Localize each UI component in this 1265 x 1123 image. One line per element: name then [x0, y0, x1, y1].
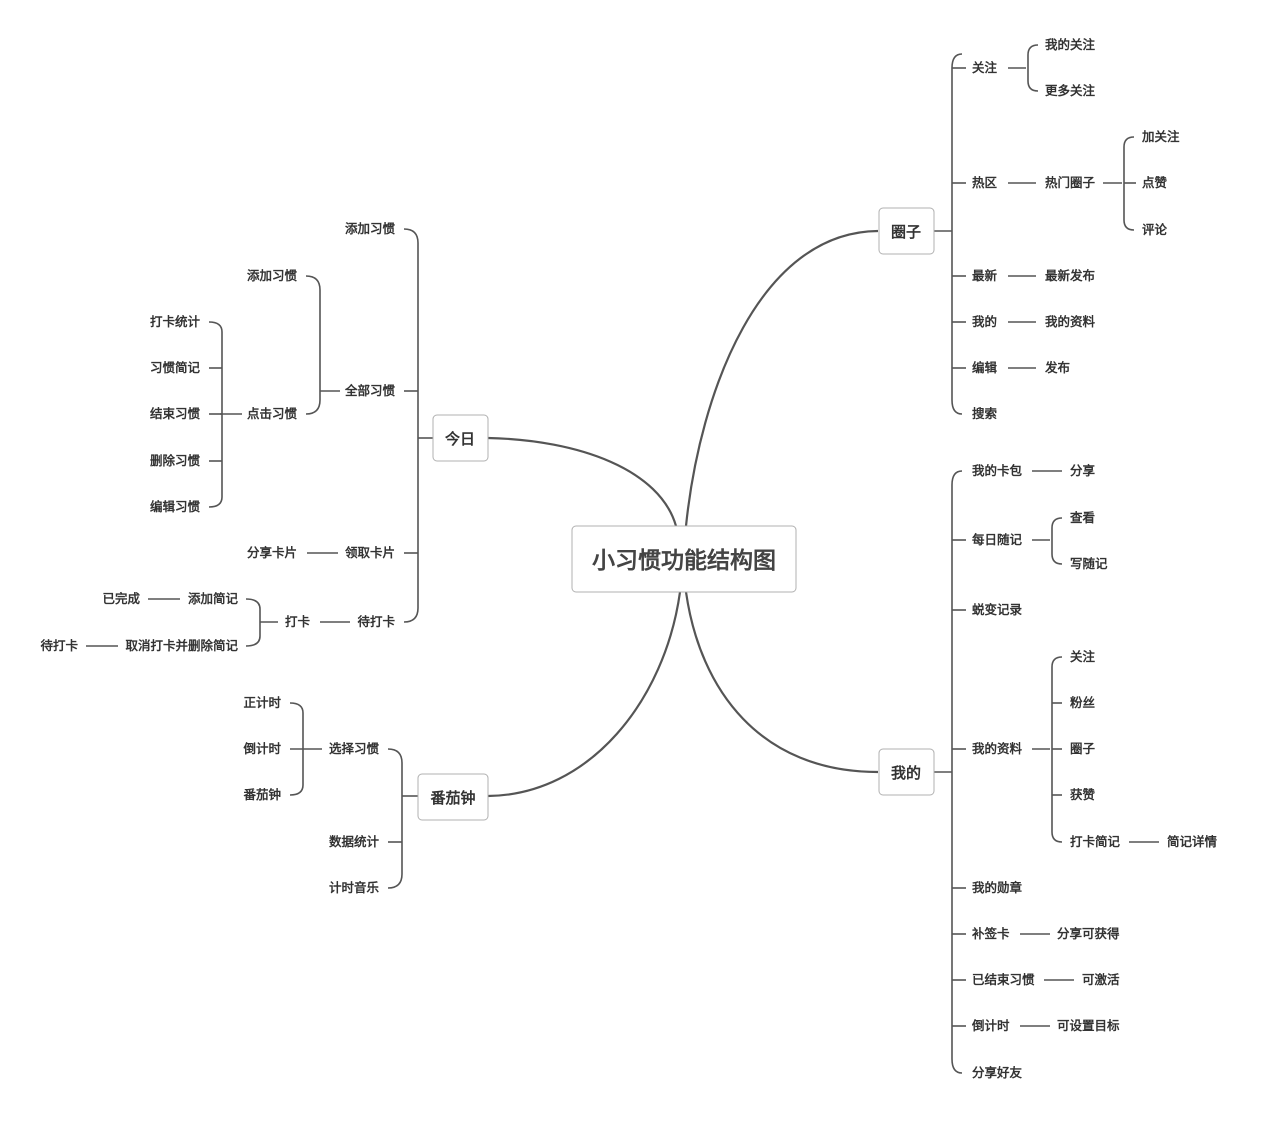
- topic-node[interactable]: 每日随记: [972, 532, 1023, 547]
- topic-node[interactable]: 可设置目标: [1057, 1018, 1120, 1033]
- topic-node[interactable]: 添加简记: [188, 591, 239, 606]
- branch-node-fanqie[interactable]: 番茄钟: [417, 773, 489, 821]
- topics-fanqie: 选择习惯 正计时 倒计时 番茄钟 数据统计 计时音乐: [242, 695, 379, 895]
- topic-node[interactable]: 圈子: [1070, 741, 1096, 756]
- root-node[interactable]: 小习惯功能结构图: [571, 525, 797, 593]
- topic-node[interactable]: 倒计时: [971, 1018, 1010, 1033]
- main-connectors: [487, 229, 879, 798]
- branch-label-fanqie: 番茄钟: [429, 789, 475, 807]
- topic-node[interactable]: 评论: [1142, 222, 1168, 237]
- connectors-fanqie: [289, 702, 418, 889]
- topic-node[interactable]: 番茄钟: [242, 787, 281, 802]
- topic-node[interactable]: 分享可获得: [1057, 926, 1120, 941]
- topic-node[interactable]: 加关注: [1141, 129, 1180, 144]
- topic-node[interactable]: 简记详情: [1167, 834, 1218, 849]
- topic-node[interactable]: 关注: [972, 60, 998, 75]
- topic-node[interactable]: 我的: [972, 314, 997, 329]
- root-title: 小习惯功能结构图: [592, 547, 776, 574]
- branch-node-quanzi[interactable]: 圈子: [878, 207, 935, 255]
- topic-node[interactable]: 选择习惯: [329, 741, 380, 756]
- topic-node[interactable]: 删除习惯: [150, 453, 201, 468]
- branch-label-jinri: 今日: [444, 430, 475, 448]
- topic-node[interactable]: 最新: [972, 268, 998, 283]
- topic-node[interactable]: 热区: [972, 175, 998, 190]
- topic-node[interactable]: 我的卡包: [972, 463, 1023, 478]
- branch-node-wode[interactable]: 我的: [878, 748, 935, 796]
- connectors-quanzi: [934, 44, 1136, 415]
- topic-node[interactable]: 我的资料: [1045, 314, 1096, 329]
- topic-node[interactable]: 获赞: [1070, 787, 1096, 802]
- topic-node[interactable]: 发布: [1044, 360, 1071, 375]
- topic-node[interactable]: 习惯简记: [150, 360, 201, 375]
- topic-node[interactable]: 点赞: [1142, 175, 1168, 190]
- topic-node[interactable]: 正计时: [243, 695, 281, 710]
- topic-node[interactable]: 全部习惯: [344, 383, 396, 398]
- topic-node[interactable]: 蜕变记录: [972, 602, 1023, 617]
- topic-node[interactable]: 计时音乐: [329, 880, 380, 895]
- topic-node[interactable]: 可激活: [1082, 972, 1120, 987]
- topic-node[interactable]: 粉丝: [1070, 695, 1096, 710]
- topic-node[interactable]: 我的关注: [1045, 37, 1096, 52]
- topic-node[interactable]: 我的勋章: [972, 880, 1023, 895]
- topic-node[interactable]: 结束习惯: [150, 406, 201, 421]
- topic-node[interactable]: 编辑: [972, 360, 998, 375]
- connectors-wode: [934, 470, 1159, 1074]
- topic-node[interactable]: 补签卡: [971, 926, 1010, 941]
- topic-node[interactable]: 已完成: [102, 591, 140, 606]
- branch-label-wode: 我的: [891, 764, 921, 782]
- topic-node[interactable]: 关注: [1070, 649, 1096, 664]
- topic-node[interactable]: 分享卡片: [247, 545, 297, 560]
- topics-jinri: 添加习惯 全部习惯 添加习惯 点击习惯 打卡统计 习惯简记 结束习惯 删除习惯 …: [40, 221, 395, 653]
- topic-node[interactable]: 添加习惯: [247, 268, 298, 283]
- branch-label-quanzi: 圈子: [891, 223, 921, 241]
- topic-node[interactable]: 待打卡: [357, 614, 395, 629]
- topic-node[interactable]: 倒计时: [242, 741, 281, 756]
- topic-node[interactable]: 点击习惯: [247, 406, 298, 421]
- topic-node[interactable]: 分享: [1070, 463, 1096, 478]
- topic-node[interactable]: 取消打卡并删除简记: [125, 638, 238, 653]
- topic-node[interactable]: 热门圈子: [1045, 175, 1096, 190]
- topic-node[interactable]: 打卡统计: [150, 314, 201, 329]
- topic-node[interactable]: 数据统计: [328, 834, 380, 849]
- topic-node[interactable]: 搜索: [972, 406, 998, 421]
- topic-node[interactable]: 编辑习惯: [150, 499, 201, 514]
- topic-node[interactable]: 待打卡: [40, 638, 78, 653]
- topics-quanzi: 关注 我的关注 更多关注 热区 热门圈子 加关注 点赞 评论 最新 最新发布 我…: [972, 37, 1180, 421]
- topics-wode: 我的卡包 分享 每日随记 查看 写随记 蜕变记录 我的资料 关注 粉丝 圈子 获…: [971, 463, 1218, 1080]
- topic-node[interactable]: 查看: [1069, 510, 1096, 525]
- topic-node[interactable]: 打卡: [285, 614, 311, 629]
- topic-node[interactable]: 已结束习惯: [972, 972, 1035, 987]
- topic-node[interactable]: 我的资料: [972, 741, 1023, 756]
- topic-node[interactable]: 更多关注: [1045, 83, 1096, 98]
- topic-node[interactable]: 写随记: [1070, 556, 1108, 571]
- branch-node-jinri[interactable]: 今日: [432, 414, 489, 462]
- topic-node[interactable]: 最新发布: [1045, 268, 1096, 283]
- topic-node[interactable]: 领取卡片: [345, 545, 395, 560]
- connectors-jinri: [86, 228, 433, 647]
- topic-node[interactable]: 分享好友: [972, 1065, 1023, 1080]
- topic-node[interactable]: 打卡简记: [1070, 834, 1121, 849]
- topic-node[interactable]: 添加习惯: [345, 221, 396, 236]
